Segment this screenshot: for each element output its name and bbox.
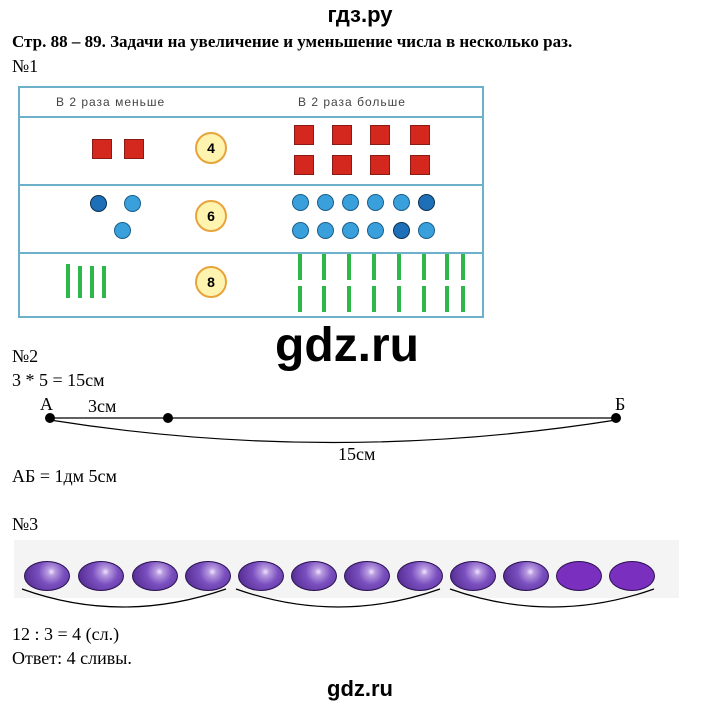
green-stick <box>66 264 70 298</box>
table-divider <box>20 184 482 186</box>
green-stick <box>322 286 326 312</box>
plum <box>556 561 602 591</box>
table-divider <box>20 116 482 118</box>
plum <box>344 561 390 591</box>
green-stick <box>422 286 426 312</box>
plum <box>609 561 655 591</box>
task1-label: №1 <box>12 56 39 76</box>
segment-diagram <box>45 413 621 444</box>
blue-circle <box>393 194 410 211</box>
group-arc <box>235 588 441 608</box>
red-square <box>294 125 314 145</box>
blue-circle <box>124 195 141 212</box>
blue-circle <box>90 195 107 212</box>
site-header: гдз.ру <box>327 2 393 27</box>
green-stick <box>397 254 401 280</box>
page-title: Стр. 88 – 89. Задачи на увеличение и уме… <box>12 32 573 51</box>
blue-circle <box>418 194 435 211</box>
number-circle: 6 <box>195 200 227 232</box>
number-circle: 4 <box>195 132 227 164</box>
plum <box>238 561 284 591</box>
green-stick <box>372 286 376 312</box>
red-square <box>410 125 430 145</box>
blue-circle <box>393 222 410 239</box>
task2-equation: 3 * 5 = 15см <box>12 370 105 390</box>
blue-circle <box>292 222 309 239</box>
point-b-label: Б <box>615 394 626 414</box>
plum <box>24 561 70 591</box>
task1-table: В 2 раза меньше В 2 раза больше 4 6 8 <box>18 86 484 318</box>
group-arc <box>449 588 655 608</box>
plum <box>132 561 178 591</box>
plum <box>450 561 496 591</box>
group-arc <box>21 588 227 608</box>
red-square <box>370 155 390 175</box>
task2-answer: АБ = 1дм 5см <box>12 466 117 486</box>
green-stick <box>90 266 94 298</box>
watermark: gdz.ru <box>275 319 419 372</box>
blue-circle <box>367 222 384 239</box>
green-stick <box>298 286 302 312</box>
green-stick <box>78 266 82 298</box>
green-stick <box>322 254 326 280</box>
green-stick <box>347 286 351 312</box>
plum <box>291 561 337 591</box>
plum <box>185 561 231 591</box>
red-square <box>294 155 314 175</box>
red-square <box>332 155 352 175</box>
number-circle: 8 <box>195 266 227 298</box>
red-square <box>332 125 352 145</box>
red-square <box>370 125 390 145</box>
point-a <box>45 413 55 423</box>
red-square <box>410 155 430 175</box>
task3-label: №3 <box>12 514 39 534</box>
task3-answer: Ответ: 4 сливы. <box>12 648 132 668</box>
plum <box>78 561 124 591</box>
green-stick <box>445 286 449 312</box>
point-b <box>611 413 621 423</box>
header-left: В 2 раза меньше <box>56 95 166 109</box>
blue-circle <box>342 194 359 211</box>
blue-circle <box>367 194 384 211</box>
point-a-label: А <box>40 394 53 414</box>
blue-circle <box>292 194 309 211</box>
green-stick <box>461 254 465 280</box>
blue-circle <box>342 222 359 239</box>
point-mid <box>163 413 173 423</box>
red-square <box>124 139 144 159</box>
plum <box>503 561 549 591</box>
task3-equation: 12 : 3 = 4 (сл.) <box>12 624 120 644</box>
plum <box>397 561 443 591</box>
group-arcs <box>21 588 655 608</box>
blue-circle <box>114 222 131 239</box>
site-footer: gdz.ru <box>327 676 393 701</box>
green-stick <box>102 266 106 298</box>
green-stick <box>445 254 449 280</box>
green-stick <box>461 286 465 312</box>
task2-label: №2 <box>12 346 39 366</box>
table-divider <box>20 252 482 254</box>
header-right: В 2 раза больше <box>298 95 406 109</box>
green-stick <box>422 254 426 280</box>
segment-label: 3см <box>88 396 117 416</box>
green-stick <box>397 286 401 312</box>
blue-circle <box>317 222 334 239</box>
green-stick <box>372 254 376 280</box>
total-label: 15см <box>338 444 376 464</box>
green-stick <box>298 254 302 280</box>
blue-circle <box>418 222 435 239</box>
red-square <box>92 139 112 159</box>
total-arc <box>49 419 617 444</box>
blue-circle <box>317 194 334 211</box>
green-stick <box>347 254 351 280</box>
